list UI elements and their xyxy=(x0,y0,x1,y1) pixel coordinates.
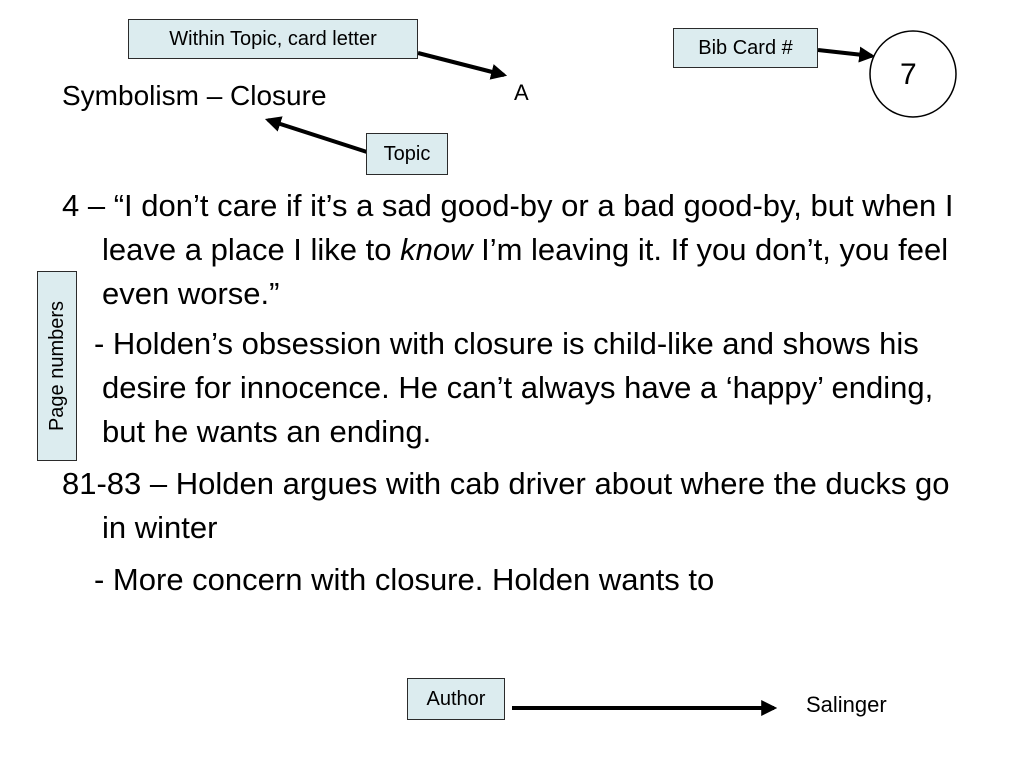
topic-label: Topic xyxy=(366,133,448,175)
entry-1-quote-start: – “I don’t care if it’s a sad good-by or… xyxy=(79,188,954,267)
entry-2-page: 81-83 xyxy=(62,466,142,501)
within-topic-arrow-icon xyxy=(417,51,508,80)
bib-card-number: 7 xyxy=(900,58,917,91)
entry-2-text: – Holden argues with cab driver about wh… xyxy=(102,466,950,545)
entry-1-quote-emphasis: know xyxy=(400,232,473,267)
entry-1-quote-end: I’m leaving it. If you don’t, you feel e… xyxy=(102,232,949,311)
within-topic-label: Within Topic, card letter xyxy=(128,19,418,59)
entry-1-page: 4 xyxy=(62,188,80,223)
card-letter: A xyxy=(514,80,529,105)
bib-card-arrow-icon xyxy=(817,46,876,63)
note-comment-2: - More concern with closure. Holden want… xyxy=(94,562,715,597)
bib-number-circle-icon xyxy=(869,30,957,118)
topic-arrow-icon xyxy=(264,116,368,154)
page-numbers-label: Page numbers xyxy=(37,271,77,461)
notes-body: 4 – “I don’t care if it’s a sad good-by … xyxy=(62,184,982,602)
note-comment-1: - Holden’s obsession with closure is chi… xyxy=(94,326,934,449)
card-topic: Symbolism – Closure xyxy=(62,80,327,111)
author-label: Author xyxy=(407,678,505,720)
note-entry-2: 81-83 – Holden argues with cab driver ab… xyxy=(62,462,982,550)
author-name: Salinger xyxy=(806,692,887,717)
note-entry-1: 4 – “I don’t care if it’s a sad good-by … xyxy=(62,184,982,316)
bib-card-label: Bib Card # xyxy=(673,28,818,68)
